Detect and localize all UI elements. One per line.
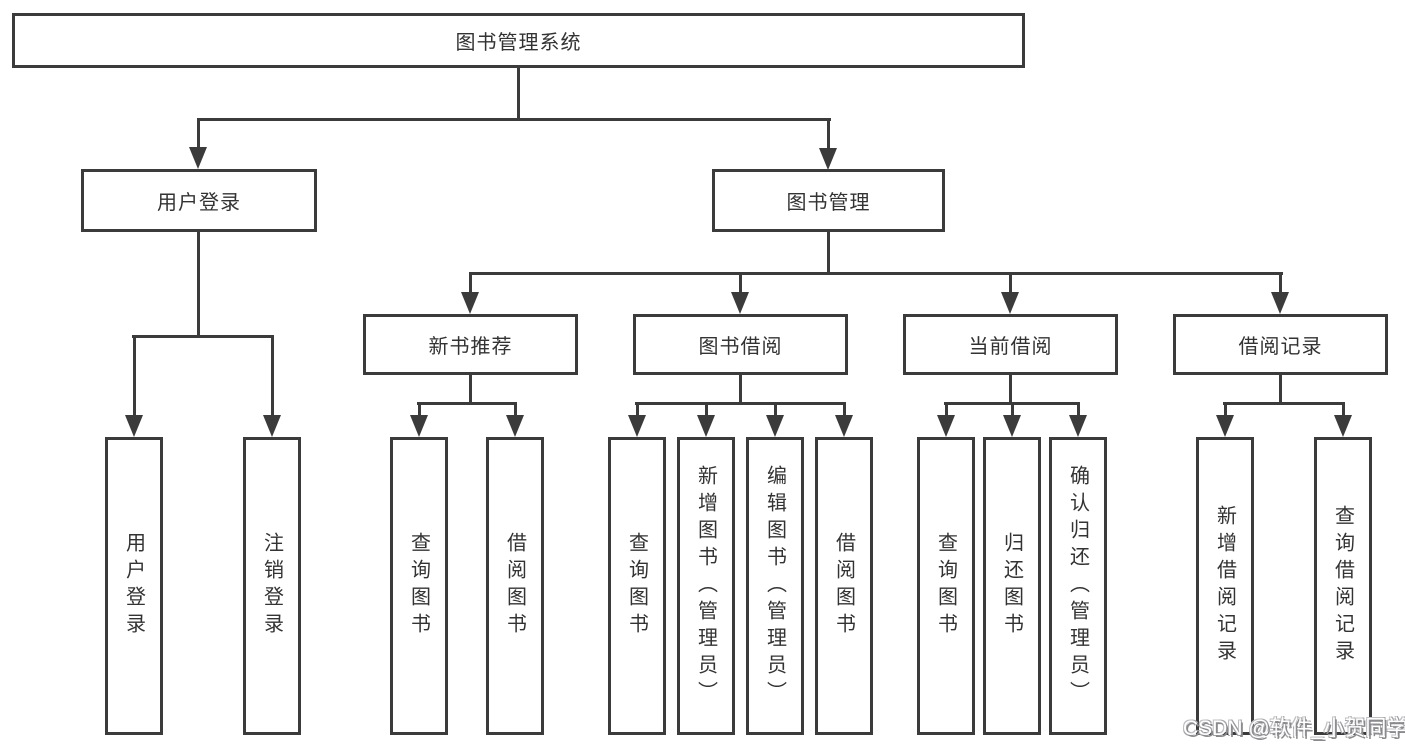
leaf-query-books-borrowing: 查询图书	[608, 437, 666, 735]
connector-line	[843, 402, 846, 419]
arrowhead-down-icon	[628, 415, 646, 437]
connector-line	[945, 402, 948, 419]
connector-line	[1009, 272, 1012, 296]
arrowhead-down-icon	[461, 292, 479, 314]
leaf-edit-book-admin: 编辑图书（管理员）	[746, 437, 804, 735]
leaf-borrow-books-recommend: 借阅图书	[486, 437, 544, 735]
connector-line	[739, 375, 742, 405]
connector-line	[197, 118, 200, 151]
arrowhead-down-icon	[410, 415, 428, 437]
arrowhead-down-icon	[1271, 292, 1289, 314]
arrowhead-down-icon	[1216, 415, 1234, 437]
connector-line	[774, 402, 777, 419]
arrowhead-down-icon	[125, 415, 143, 437]
node-book-borrowing: 图书借阅	[633, 314, 848, 375]
arrowhead-down-icon	[263, 415, 281, 437]
leaf-query-books-current: 查询图书	[917, 437, 975, 735]
leaf-add-book-admin: 新增图书（管理员）	[677, 437, 735, 735]
leaf-borrow-books-borrowing: 借阅图书	[815, 437, 873, 735]
connector-line	[197, 232, 200, 338]
arrowhead-down-icon	[1334, 415, 1352, 437]
connector-line	[1009, 375, 1012, 405]
arrowhead-down-icon	[835, 415, 853, 437]
leaf-query-borrow-record: 查询借阅记录	[1314, 437, 1372, 735]
connector-line	[514, 402, 517, 419]
connector-line	[705, 402, 708, 419]
node-library-management-system: 图书管理系统	[12, 13, 1025, 68]
arrowhead-down-icon	[1003, 415, 1021, 437]
arrowhead-down-icon	[937, 415, 955, 437]
leaf-confirm-return-admin: 确认归还（管理员）	[1049, 437, 1107, 735]
connector-line	[418, 402, 421, 419]
node-new-book-recommend: 新书推荐	[363, 314, 578, 375]
arrowhead-down-icon	[819, 148, 837, 170]
connector-line	[197, 118, 831, 121]
connector-line	[739, 272, 742, 296]
arrowhead-down-icon	[731, 292, 749, 314]
arrowhead-down-icon	[697, 415, 715, 437]
csdn-watermark: CSDN @软件_小贺同学	[1183, 717, 1405, 740]
connector-line	[1279, 375, 1282, 405]
node-current-borrowing: 当前借阅	[903, 314, 1118, 375]
connector-line	[1342, 402, 1345, 419]
connector-line	[469, 375, 472, 405]
connector-line	[827, 118, 830, 152]
connector-line	[1224, 402, 1227, 419]
arrowhead-down-icon	[766, 415, 784, 437]
node-borrow-records: 借阅记录	[1173, 314, 1388, 375]
node-user-login: 用户登录	[81, 169, 317, 232]
connector-line	[1223, 402, 1345, 405]
connector-line	[132, 335, 274, 338]
connector-line	[517, 68, 520, 121]
leaf-add-borrow-record: 新增借阅记录	[1196, 437, 1254, 735]
leaf-logout: 注销登录	[243, 437, 301, 735]
connector-line	[636, 402, 639, 419]
connector-line	[133, 335, 136, 417]
connector-line	[1279, 272, 1282, 296]
connector-line	[469, 272, 472, 296]
node-book-management: 图书管理	[712, 169, 945, 232]
connector-line	[1011, 402, 1014, 419]
arrowhead-down-icon	[189, 147, 207, 169]
arrowhead-down-icon	[1069, 415, 1087, 437]
connector-line	[1077, 402, 1080, 419]
connector-line	[417, 402, 517, 405]
leaf-return-book: 归还图书	[983, 437, 1041, 735]
connector-line	[635, 402, 846, 405]
leaf-query-books-recommend: 查询图书	[390, 437, 448, 735]
leaf-user-login: 用户登录	[105, 437, 163, 735]
arrowhead-down-icon	[1001, 292, 1019, 314]
connector-line	[271, 335, 274, 417]
connector-line	[827, 232, 830, 275]
arrowhead-down-icon	[506, 415, 524, 437]
connector-line	[469, 272, 1283, 275]
